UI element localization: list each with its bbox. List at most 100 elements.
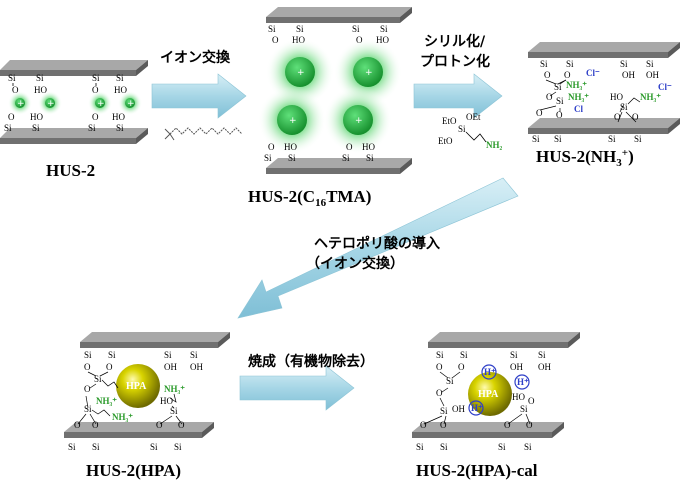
bottom-slab <box>412 422 564 438</box>
panel-hus2-nh3: Si Si Si Si O O OH OH Cl⁻ Cl⁻ Si NH₃⁺ O … <box>528 42 680 169</box>
o-label: O <box>504 420 511 430</box>
hpa-label: HPA <box>478 389 499 400</box>
panel-hus2-c16tma: Si O Si HO Si O Si HO + + + + O HO O HO … <box>248 7 412 209</box>
silylation-label-2: プロトン化 <box>420 53 490 70</box>
oh-label: OH <box>452 404 465 414</box>
nh2-label: NH₂ <box>486 140 503 150</box>
ho-label: HO <box>362 142 375 152</box>
o-label: O <box>12 85 19 95</box>
plus-sign: + <box>355 116 363 126</box>
si-label: Si <box>288 153 296 163</box>
o-label: O <box>84 384 91 394</box>
o-label: O <box>436 362 443 372</box>
ion-exchange-label: イオン交換 <box>160 49 231 66</box>
si-label: Si <box>566 59 574 69</box>
si-label: Si <box>268 24 276 34</box>
cl-label: Cl <box>574 104 583 114</box>
hus2-hpa-cal-label: HUS-2(HPA)-cal <box>416 461 538 480</box>
arrow-ion-exchange: イオン交換 <box>151 49 247 119</box>
si-label: Si <box>84 404 92 414</box>
silylation-label-1: シリル化/ <box>424 33 486 50</box>
hus2-label: HUS-2 <box>46 161 95 180</box>
o-label: O <box>92 112 99 122</box>
si-label: Si <box>458 124 466 134</box>
si-label: Si <box>440 442 448 452</box>
si-label: Si <box>108 350 116 360</box>
si-label: Si <box>524 442 532 452</box>
si-label: Si <box>556 96 564 106</box>
si-label: Si <box>296 24 304 34</box>
o-label: O <box>556 110 563 120</box>
eto-label: EtO <box>438 136 453 146</box>
si-label: Si <box>32 123 40 133</box>
aminosilane-reagent: EtO OEt Si EtO NH₂ <box>438 112 503 150</box>
ho-label: HO <box>112 112 125 122</box>
oh-label: OH <box>510 362 523 372</box>
calcination-label: 焼成（有機物除去） <box>248 353 374 370</box>
o-label: O <box>544 70 551 80</box>
cation-glow-group: + + + + <box>8 91 142 115</box>
ho-label: HO <box>376 35 389 45</box>
plus-sign: + <box>97 99 105 109</box>
hus2-hpa-label: HUS-2(HPA) <box>86 461 181 480</box>
top-slab <box>528 42 680 58</box>
ho-label: HO <box>114 85 127 95</box>
oh-label: OH <box>190 362 203 372</box>
si-label: Si <box>554 134 562 144</box>
si-label: Si <box>88 123 96 133</box>
top-slab <box>80 332 230 348</box>
hus2-c16tma-label: HUS-2(C16TMA) <box>248 187 371 209</box>
si-label: Si <box>264 153 272 163</box>
nh3-label: NH₃⁺ <box>112 412 133 422</box>
o-label: O <box>564 70 571 80</box>
o-label: O <box>346 142 353 152</box>
si-label: Si <box>540 59 548 69</box>
si-label: Si <box>532 134 540 144</box>
h-plus-label: H⁺ <box>471 403 483 413</box>
panel-hus2-hpa: Si Si Si Si O O OH OH Si O HPA NH₃⁺ NH₃⁺… <box>64 332 230 480</box>
o-label: O <box>440 420 447 430</box>
cation-glow-group: + + + + <box>258 38 402 154</box>
si-label: Si <box>116 73 124 83</box>
o-label: O <box>8 112 15 122</box>
nh3-label: NH₃⁺ <box>566 80 587 90</box>
bottom-slab <box>266 158 412 174</box>
o-label: O <box>272 35 279 45</box>
cl-label: Cl⁻ <box>658 82 672 92</box>
plus-sign: + <box>47 99 55 109</box>
arrow-calcination: 焼成（有機物除去） <box>239 353 374 411</box>
o-label: O <box>528 396 535 406</box>
ho-label: HO <box>512 392 525 402</box>
si-label: Si <box>36 73 44 83</box>
si-label: Si <box>92 442 100 452</box>
si-label: Si <box>510 350 518 360</box>
o-label: O <box>526 420 533 430</box>
oh-label: OH <box>538 362 551 372</box>
o-label: O <box>420 420 427 430</box>
si-label: Si <box>68 442 76 452</box>
si-label: Si <box>460 350 468 360</box>
o-label: O <box>106 362 113 372</box>
arrow-silylation: シリル化/ プロトン化 <box>413 33 503 119</box>
o-label: O <box>436 388 443 398</box>
si-label: Si <box>498 442 506 452</box>
si-label: Si <box>634 134 642 144</box>
si-label: Si <box>164 350 172 360</box>
plus-sign: + <box>17 99 25 109</box>
si-label: Si <box>380 24 388 34</box>
si-label: Si <box>342 153 350 163</box>
hpa-intro-label-2: （イオン交換） <box>306 255 404 272</box>
ho-label: HO <box>34 85 47 95</box>
si-label: Si <box>366 153 374 163</box>
si-label: Si <box>84 350 92 360</box>
bottom-slab <box>64 422 214 438</box>
si-label: Si <box>190 350 198 360</box>
plus-sign: + <box>127 99 135 109</box>
o-label: O <box>84 362 91 372</box>
cl-label: Cl⁻ <box>586 68 600 78</box>
plus-sign: + <box>365 68 373 78</box>
o-label: O <box>458 362 465 372</box>
oh-label: OH <box>646 70 659 80</box>
o-label: O <box>536 108 543 118</box>
